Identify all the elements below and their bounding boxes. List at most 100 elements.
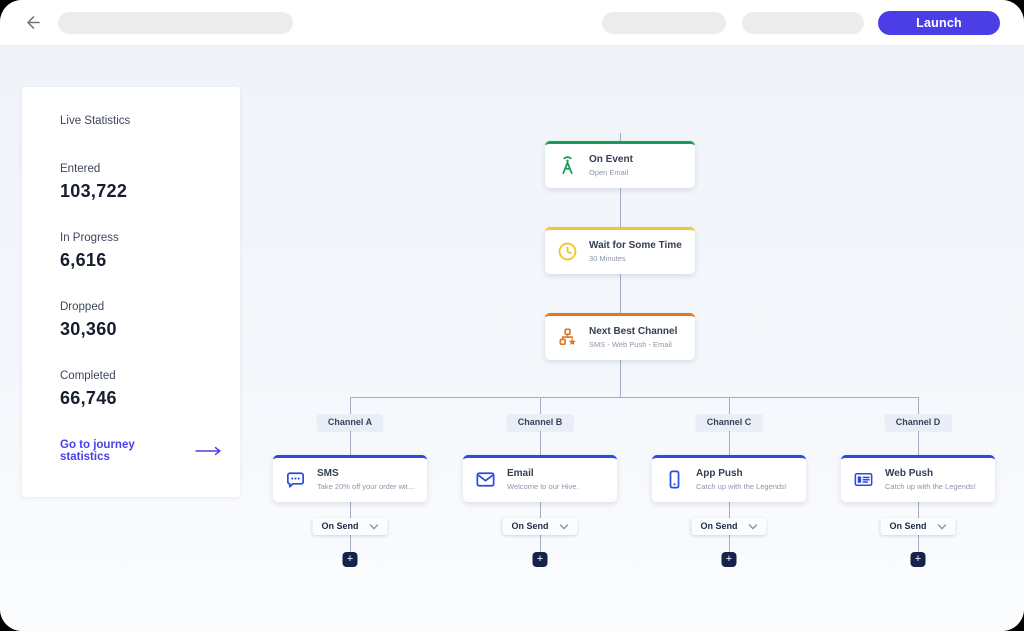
connector-line xyxy=(540,502,541,518)
add-step-button[interactable]: + xyxy=(910,552,926,567)
connector-line xyxy=(918,397,919,414)
node-email[interactable]: Email Welcome to our Hive. xyxy=(463,455,617,502)
chevron-down-icon xyxy=(937,523,947,529)
node-sms[interactable]: SMS Take 20% off your order with code ..… xyxy=(273,455,427,502)
connector-line xyxy=(918,535,919,552)
on-send-label: On Send xyxy=(321,521,359,531)
node-title: App Push xyxy=(696,467,743,479)
branch-label-channel-a[interactable]: Channel A xyxy=(316,414,384,431)
on-send-dropdown[interactable]: On Send xyxy=(312,518,388,535)
stat-value: 66,746 xyxy=(60,388,117,408)
connector-line xyxy=(729,431,730,455)
node-title: On Event xyxy=(589,153,633,165)
clock-icon xyxy=(555,239,580,264)
launch-button[interactable]: Launch xyxy=(878,10,1000,35)
hierarchy-star-icon xyxy=(555,325,580,350)
journey-title-placeholder xyxy=(58,11,293,34)
long-arrow-right-icon xyxy=(194,446,221,456)
stat-entered: Entered 103,722 xyxy=(60,163,222,202)
node-subtitle: SMS - Web Push - Email xyxy=(589,339,672,349)
stat-label: In Progress xyxy=(60,232,119,244)
node-on-event[interactable]: On Event Open Email xyxy=(545,141,695,188)
on-send-dropdown[interactable]: On Send xyxy=(691,518,767,535)
chevron-down-icon xyxy=(369,523,379,529)
stat-label: Entered xyxy=(60,163,101,175)
branch-label-channel-b[interactable]: Channel B xyxy=(506,414,574,431)
connector-line xyxy=(619,188,621,227)
node-subtitle: 30 Minutes xyxy=(589,253,626,263)
node-title: Next Best Channel xyxy=(589,325,678,337)
connector-line xyxy=(918,431,919,455)
branch-label-channel-d[interactable]: Channel D xyxy=(884,414,952,431)
node-web-push[interactable]: Web Push Catch up with the Legends! xyxy=(841,455,995,502)
connector-line xyxy=(540,535,541,552)
stat-dropped: Dropped 30,360 xyxy=(60,301,222,340)
chevron-down-icon xyxy=(748,523,758,529)
stats-title: Live Statistics xyxy=(60,115,131,127)
connector-line xyxy=(350,502,351,518)
connector-line xyxy=(619,133,621,141)
toolbar-placeholder-2 xyxy=(742,11,864,34)
node-title: Web Push xyxy=(885,467,934,479)
add-step-button[interactable]: + xyxy=(532,552,548,567)
arrow-left-icon xyxy=(26,16,40,29)
node-wait[interactable]: Wait for Some Time 30 Minutes xyxy=(545,227,695,274)
connector-line xyxy=(350,397,351,414)
node-subtitle: Catch up with the Legends! xyxy=(696,481,787,491)
node-app-push[interactable]: App Push Catch up with the Legends! xyxy=(652,455,806,502)
top-bar: Launch xyxy=(0,0,1024,46)
stat-label: Dropped xyxy=(60,301,105,313)
add-step-button[interactable]: + xyxy=(342,552,358,567)
connector-line xyxy=(350,397,918,398)
add-step-button[interactable]: + xyxy=(721,552,737,567)
chevron-down-icon xyxy=(559,523,569,529)
journey-statistics-link-label: Go to journey statistics xyxy=(60,439,135,463)
on-send-dropdown[interactable]: On Send xyxy=(502,518,578,535)
on-send-dropdown[interactable]: On Send xyxy=(880,518,956,535)
live-statistics-card: Live Statistics Entered 103,722 In Progr… xyxy=(22,87,240,497)
connector-line xyxy=(619,274,621,313)
connector-line xyxy=(729,502,730,518)
node-title: SMS xyxy=(317,467,339,479)
on-send-label: On Send xyxy=(511,521,549,531)
connector-line xyxy=(729,535,730,552)
connector-line xyxy=(619,360,621,397)
stat-value: 103,722 xyxy=(60,181,128,201)
node-text: Wait for Some Time 30 Minutes xyxy=(589,239,682,264)
node-text: Web Push Catch up with the Legends! xyxy=(885,467,976,492)
node-text: Email Welcome to our Hive. xyxy=(507,467,579,492)
node-next-best-channel[interactable]: Next Best Channel SMS - Web Push - Email xyxy=(545,313,695,360)
stat-value: 30,360 xyxy=(60,319,117,339)
node-text: Next Best Channel SMS - Web Push - Email xyxy=(589,325,677,350)
node-subtitle: Take 20% off your order with code ... xyxy=(317,481,417,491)
stat-value: 6,616 xyxy=(60,250,107,270)
journey-statistics-link[interactable]: Go to journey statistics xyxy=(60,439,222,463)
stat-completed: Completed 66,746 xyxy=(60,370,222,409)
branch-label-channel-c[interactable]: Channel C xyxy=(695,414,763,431)
connector-line xyxy=(729,397,730,414)
node-text: App Push Catch up with the Legends! xyxy=(696,467,787,492)
connector-line xyxy=(350,431,351,455)
node-title: Email xyxy=(507,467,534,479)
node-subtitle: Welcome to our Hive. xyxy=(507,481,579,491)
node-text: On Event Open Email xyxy=(589,153,633,178)
web-push-icon xyxy=(851,467,876,492)
sms-icon xyxy=(283,467,308,492)
on-send-label: On Send xyxy=(700,521,738,531)
connector-line xyxy=(350,535,351,552)
on-send-label: On Send xyxy=(889,521,927,531)
journey-canvas: Live Statistics Entered 103,722 In Progr… xyxy=(0,46,1024,631)
connector-line xyxy=(918,502,919,518)
antenna-icon xyxy=(555,153,580,178)
stat-in-progress: In Progress 6,616 xyxy=(60,232,222,271)
app-push-icon xyxy=(662,467,687,492)
node-subtitle: Catch up with the Legends! xyxy=(885,481,976,491)
connector-line xyxy=(540,431,541,455)
back-button[interactable] xyxy=(22,12,44,34)
node-subtitle: Open Email xyxy=(589,167,629,177)
toolbar-placeholder-1 xyxy=(602,11,726,34)
connector-line xyxy=(540,397,541,414)
email-icon xyxy=(473,467,498,492)
stat-label: Completed xyxy=(60,370,116,382)
